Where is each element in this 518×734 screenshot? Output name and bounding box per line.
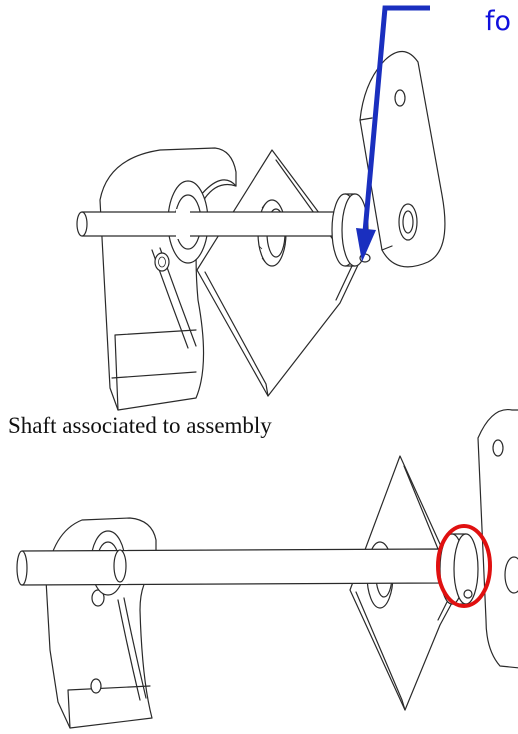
- plate-top: [196, 149, 359, 397]
- callout-arrow: [356, 5, 430, 262]
- highlight-circle: [436, 524, 492, 608]
- diagram-caption: Shaft associated to assembly: [8, 413, 272, 438]
- assembly-view-bottom: [16, 408, 518, 729]
- crank-lever-bottom: [477, 408, 518, 669]
- shaft-bottom: [16, 548, 441, 586]
- assembly-view-top: [76, 5, 446, 411]
- shaft-top: [76, 209, 341, 239]
- crank-lever-top: [359, 50, 446, 268]
- callout-label: fo: [485, 6, 512, 37]
